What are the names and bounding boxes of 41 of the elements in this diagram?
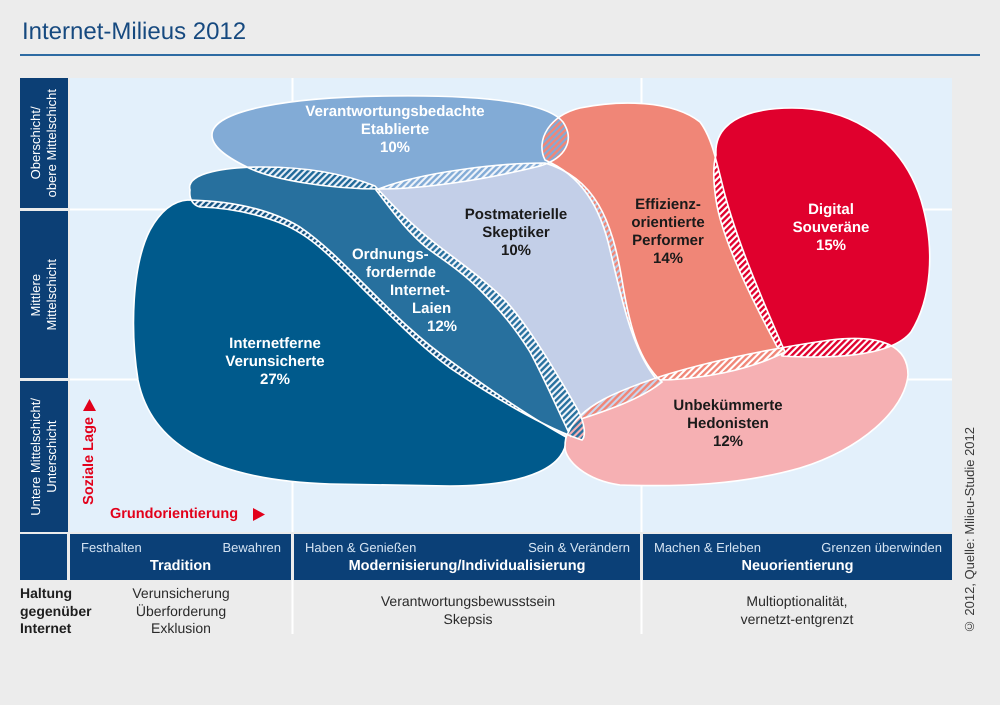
attitude-text: Verantwortungsbewusstsein Skepsis	[380, 593, 556, 628]
percentage-label: 12%	[427, 318, 458, 336]
band-title: Neuorientierung	[742, 558, 854, 575]
milieu-name: Postmaterielle Skeptiker	[464, 206, 568, 242]
band-title: Tradition	[150, 558, 212, 575]
band-subtitle: Festhalten	[81, 540, 142, 555]
column-header-band	[643, 534, 952, 580]
milieu-name: Ordnungs- fordernde Internet- Laien	[352, 246, 452, 318]
band-subtitle: Sein & Verändern	[528, 540, 630, 555]
attitude-text: Multioptionalität, vernetzt-entgrenzt	[740, 593, 854, 628]
band-subtitle: Grenzen überwinden	[821, 540, 942, 555]
row-header-band	[20, 78, 68, 208]
column-header-band	[294, 534, 640, 580]
milieu-name: Digital Souveräne	[792, 201, 870, 237]
band-label: Untere Mittelschicht/ Unterschicht	[28, 398, 60, 516]
percentage-label: 10%	[500, 242, 531, 260]
row-label: Haltung gegenüber Internet	[20, 585, 92, 638]
copyright-note: © 2012, Quelle: Milieu-Studie 2012	[962, 426, 978, 634]
percentage-label: 12%	[712, 433, 743, 451]
chart-title: Internet-Milieus 2012	[22, 17, 246, 47]
band-label: Mittlere Mittelschicht	[28, 258, 60, 330]
milieu-name: Verantwortungsbedachte Etablierte	[305, 103, 485, 139]
corner-tile	[20, 534, 67, 580]
percentage-label: 15%	[816, 237, 846, 255]
percentage-label: 10%	[380, 139, 410, 157]
band-subtitle: Machen & Erleben	[654, 540, 761, 555]
axis-label: Grundorientierung	[110, 506, 238, 523]
row-header-band	[20, 381, 68, 532]
column-header-band	[70, 534, 291, 580]
percentage-label: 14%	[652, 250, 683, 268]
milieu-name: Internetferne Verunsicherte	[225, 335, 325, 371]
band-subtitle: Bewahren	[222, 540, 281, 555]
milieu-name: Effizienz- orientierte Performer	[631, 196, 705, 250]
band-subtitle: Haben & Genießen	[305, 540, 416, 555]
percentage-label: 27%	[260, 371, 290, 389]
attitude-text: Verunsicherung Überforderung Exklusion	[132, 585, 230, 638]
band-title: Modernisierung/Individualisierung	[348, 558, 586, 575]
band-label: Oberschicht/ obere Mittelschicht	[28, 88, 60, 198]
axis-label: Soziale Lage	[81, 417, 97, 505]
milieu-name: Unbekümmerte Hedonisten	[673, 397, 783, 433]
row-header-band	[20, 211, 68, 378]
